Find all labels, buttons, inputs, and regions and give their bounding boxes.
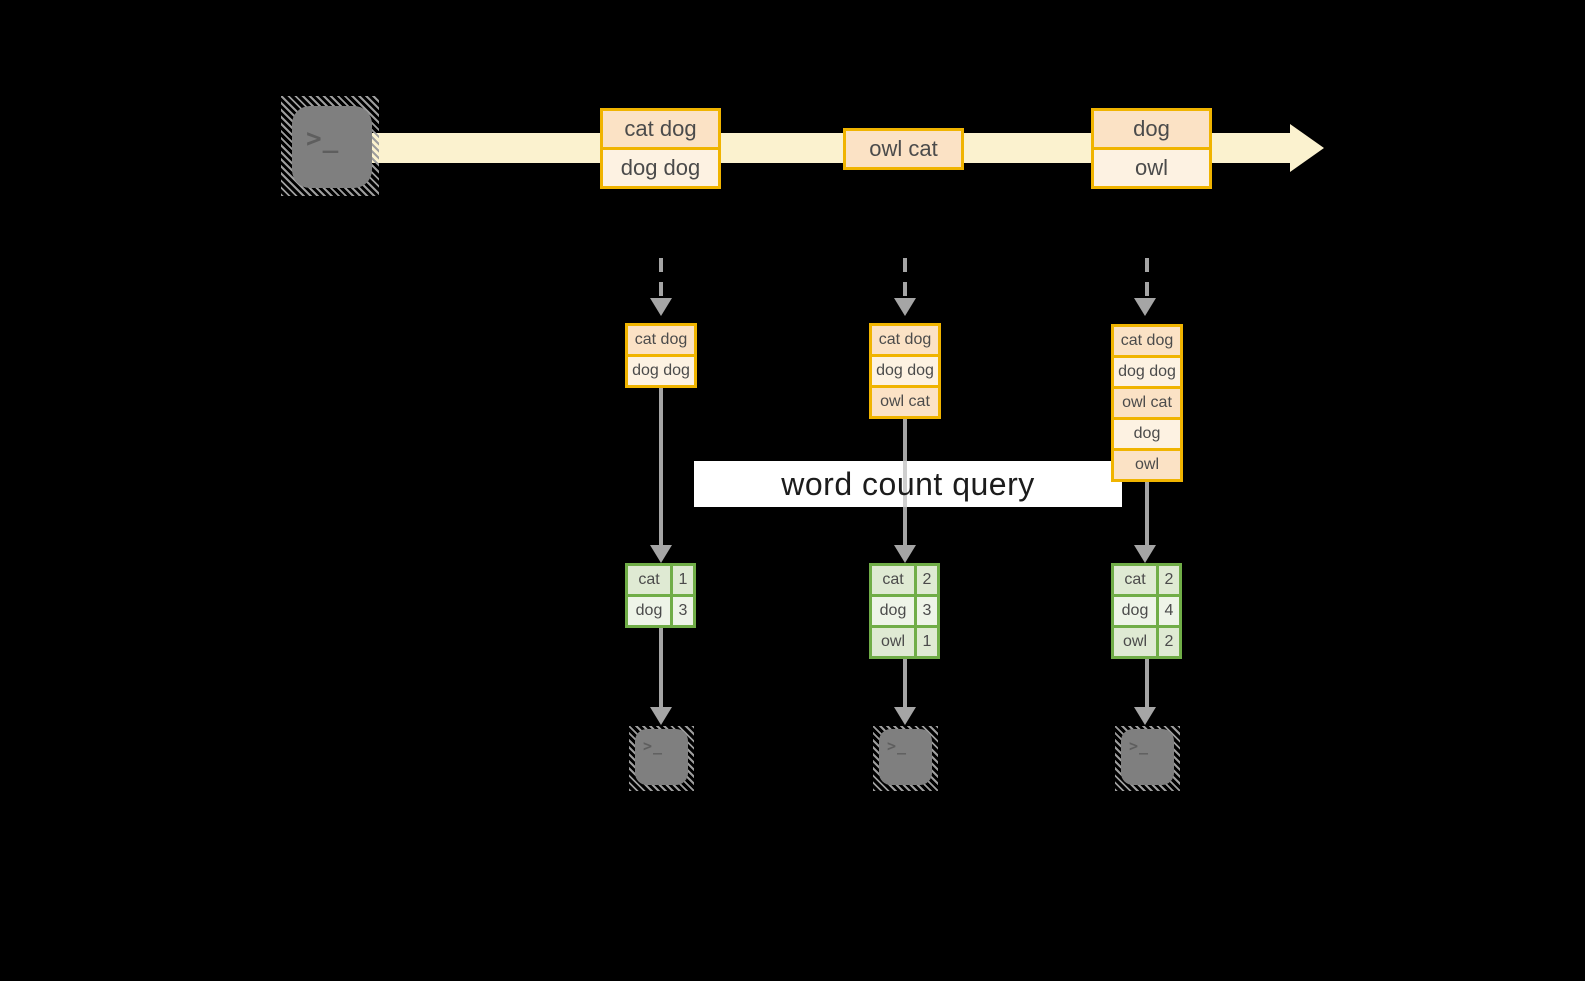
buffer-row: cat dog (872, 326, 938, 354)
table-cell-count: 1 (917, 628, 937, 656)
table-cell-word: cat (1114, 566, 1156, 594)
terminal-body: >_ (1121, 729, 1174, 785)
buffer-row: owl (1114, 451, 1180, 479)
output-arrowhead-icon (894, 707, 916, 725)
query-arrowhead-icon (1134, 545, 1156, 563)
table-cell-count: 2 (1159, 628, 1179, 656)
terminal-prompt-glyph: >_ (1129, 737, 1150, 755)
query-label: word count query (781, 465, 1035, 502)
wordcount-table-1: cat 1 dog 3 (625, 563, 696, 628)
terminal-body: >_ (292, 106, 372, 188)
stream-event-box-1: cat dog dog dog (600, 108, 721, 189)
query-band (694, 461, 1122, 507)
buffer-row: dog (1114, 420, 1180, 448)
buffer-row: dog dog (1114, 358, 1180, 386)
trigger-arrow-shaft (659, 258, 663, 298)
output-terminal-icon-3: >_ (1115, 726, 1180, 791)
table-cell-word: dog (872, 597, 914, 625)
table-cell-word: cat (872, 566, 914, 594)
buffer-row: cat dog (628, 326, 694, 354)
event-row: owl cat (846, 131, 961, 167)
event-row: dog dog (603, 150, 718, 186)
buffer-row: owl cat (1114, 389, 1180, 417)
query-arrow-shaft (1145, 482, 1149, 545)
output-arrow-shaft (903, 659, 907, 707)
terminal-body: >_ (635, 729, 688, 785)
buffer-stack-2: cat dog dog dog owl cat (869, 323, 941, 419)
stream-event-box-2: owl cat (843, 128, 964, 170)
table-cell-word: owl (872, 628, 914, 656)
query-arrow-shaft (659, 388, 663, 545)
output-arrow-shaft (659, 628, 663, 707)
table-cell-word: cat (628, 566, 670, 594)
buffer-stack-3: cat dog dog dog owl cat dog owl (1111, 324, 1183, 482)
stream-event-box-3: dog owl (1091, 108, 1212, 189)
terminal-prompt-glyph: >_ (306, 124, 340, 154)
event-row: cat dog (603, 111, 718, 147)
event-row: dog (1094, 111, 1209, 147)
query-band-line-overlay (903, 461, 907, 507)
table-cell-word: owl (1114, 628, 1156, 656)
query-arrowhead-icon (650, 545, 672, 563)
wordcount-table-2: cat 2 dog 3 owl 1 (869, 563, 940, 659)
terminal-prompt-glyph: >_ (887, 737, 908, 755)
buffer-row: dog dog (628, 357, 694, 385)
table-cell-word: dog (628, 597, 670, 625)
terminal-prompt-glyph: >_ (643, 737, 664, 755)
output-arrowhead-icon (650, 707, 672, 725)
trigger-arrow-shaft (1145, 258, 1149, 298)
event-row: owl (1094, 150, 1209, 186)
output-arrowhead-icon (1134, 707, 1156, 725)
output-terminal-icon-2: >_ (873, 726, 938, 791)
table-cell-count: 1 (673, 566, 693, 594)
buffer-stack-1: cat dog dog dog (625, 323, 697, 388)
table-cell-count: 3 (917, 597, 937, 625)
terminal-body: >_ (879, 729, 932, 785)
trigger-arrowhead-icon (650, 298, 672, 316)
trigger-arrow-shaft (903, 258, 907, 298)
output-terminal-icon-1: >_ (629, 726, 694, 791)
trigger-arrowhead-icon (894, 298, 916, 316)
output-arrow-shaft (1145, 659, 1149, 707)
query-arrowhead-icon (894, 545, 916, 563)
buffer-row: owl cat (872, 388, 938, 416)
table-cell-count: 2 (1159, 566, 1179, 594)
trigger-arrowhead-icon (1134, 298, 1156, 316)
stream-arrowhead-icon (1290, 124, 1324, 172)
source-terminal-icon: >_ (281, 96, 379, 196)
table-cell-count: 2 (917, 566, 937, 594)
wordcount-table-3: cat 2 dog 4 owl 2 (1111, 563, 1182, 659)
buffer-row: cat dog (1114, 327, 1180, 355)
table-cell-word: dog (1114, 597, 1156, 625)
table-cell-count: 3 (673, 597, 693, 625)
table-cell-count: 4 (1159, 597, 1179, 625)
buffer-row: dog dog (872, 357, 938, 385)
